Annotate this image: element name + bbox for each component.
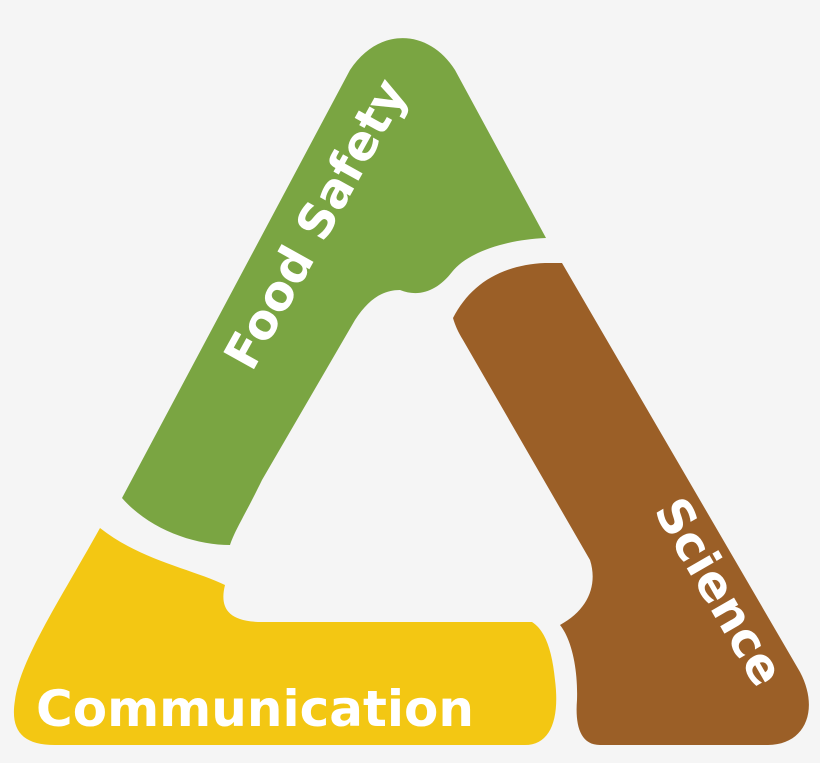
science-segment: [453, 263, 809, 745]
communication-label: Communication: [36, 680, 474, 738]
food-safety-segment: [122, 38, 546, 545]
communication-segment: [13, 528, 557, 745]
